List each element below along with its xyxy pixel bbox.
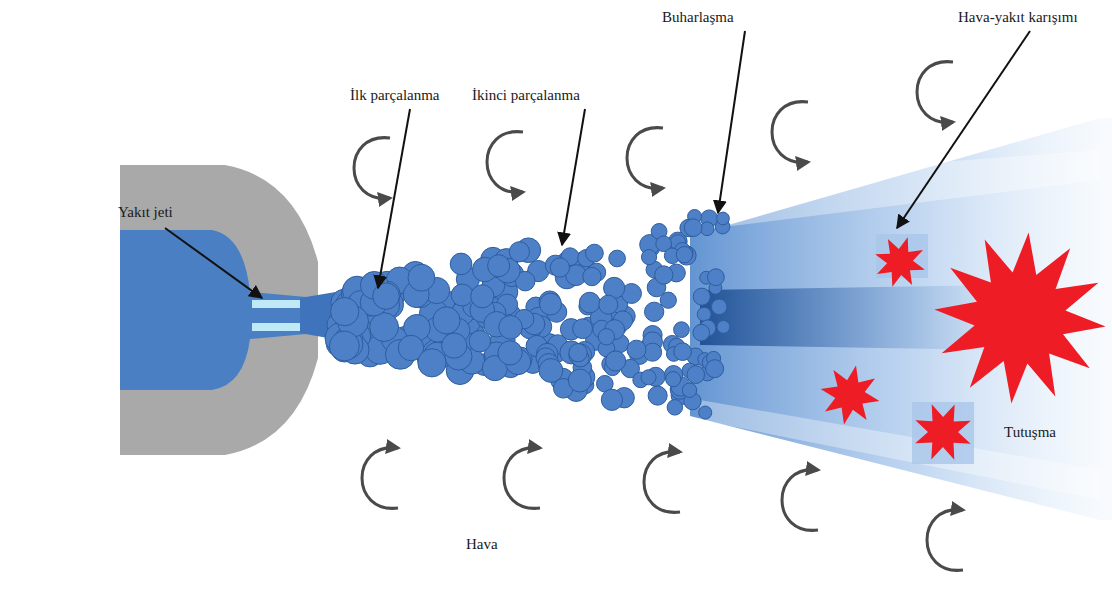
droplet bbox=[573, 319, 593, 339]
droplet bbox=[697, 307, 711, 321]
droplet bbox=[471, 285, 494, 308]
ignition-star bbox=[821, 366, 880, 425]
droplet bbox=[643, 343, 661, 361]
droplet bbox=[693, 324, 710, 341]
droplet bbox=[539, 359, 563, 383]
droplet bbox=[699, 406, 712, 419]
droplet bbox=[598, 329, 614, 345]
droplet bbox=[627, 340, 646, 359]
vapour-cone bbox=[690, 118, 1112, 520]
droplet bbox=[499, 315, 523, 339]
air-flow-arrow bbox=[917, 62, 953, 123]
air-flow-arrow bbox=[644, 452, 680, 513]
droplet bbox=[674, 343, 692, 361]
air-flow-arrow bbox=[772, 102, 808, 163]
droplet bbox=[606, 351, 626, 371]
leader-line bbox=[897, 31, 1030, 228]
air-flow-arrow bbox=[362, 448, 398, 509]
part-label: İkinci parçalanma bbox=[472, 86, 580, 104]
leader-line bbox=[378, 109, 410, 288]
droplet bbox=[677, 246, 696, 265]
droplet bbox=[609, 250, 626, 267]
leader-line bbox=[165, 228, 262, 298]
ignition-stars bbox=[821, 232, 1106, 459]
part-label: Tutuşma bbox=[1004, 423, 1056, 441]
ignition-star bbox=[875, 237, 925, 287]
part-label: Buharlaşma bbox=[662, 8, 734, 26]
orifice-wall bbox=[252, 323, 306, 331]
leader-line bbox=[562, 109, 585, 245]
droplet bbox=[648, 386, 667, 405]
droplet bbox=[687, 366, 705, 384]
droplet bbox=[540, 293, 562, 315]
orifice-wall bbox=[252, 300, 306, 308]
droplet bbox=[488, 255, 510, 277]
nozzle-body bbox=[120, 230, 306, 390]
droplet bbox=[370, 313, 399, 342]
droplet bbox=[418, 349, 446, 377]
air-flow-arrow bbox=[782, 470, 818, 531]
droplet bbox=[451, 284, 473, 306]
vapour-streak bbox=[700, 150, 1100, 230]
air-flow-arrow bbox=[927, 510, 963, 571]
air-flow-arrows bbox=[354, 62, 963, 571]
air-flow-arrow bbox=[354, 138, 390, 199]
droplet bbox=[644, 302, 663, 321]
droplet bbox=[408, 264, 435, 291]
droplet bbox=[674, 322, 690, 338]
droplet bbox=[684, 219, 702, 237]
droplet bbox=[717, 320, 730, 333]
droplet bbox=[707, 269, 724, 286]
air-flow-arrow bbox=[627, 128, 663, 189]
droplet bbox=[599, 295, 618, 314]
droplet bbox=[676, 246, 692, 262]
air-flow-arrow bbox=[504, 448, 540, 509]
droplet bbox=[641, 250, 656, 265]
part-label: Yakıt jeti bbox=[118, 203, 173, 221]
droplet bbox=[660, 292, 676, 308]
droplet bbox=[717, 212, 730, 225]
ignition-star bbox=[915, 404, 971, 460]
droplet bbox=[568, 369, 591, 392]
droplet bbox=[569, 344, 587, 362]
droplet bbox=[433, 307, 460, 334]
air-flow-arrow bbox=[487, 132, 523, 193]
droplet bbox=[373, 283, 399, 309]
droplet bbox=[667, 400, 682, 415]
droplet bbox=[329, 331, 359, 361]
droplet bbox=[498, 341, 522, 365]
vapour-streak bbox=[700, 400, 1100, 500]
droplet bbox=[569, 344, 592, 367]
droplet bbox=[550, 258, 569, 277]
droplet bbox=[331, 297, 359, 325]
droplet bbox=[469, 330, 490, 351]
droplet bbox=[509, 242, 529, 262]
part-label: Hava bbox=[466, 535, 498, 553]
droplet bbox=[711, 299, 727, 315]
ignition-star bbox=[934, 232, 1105, 403]
droplet bbox=[601, 389, 622, 410]
droplet bbox=[666, 372, 681, 387]
leader-lines bbox=[165, 31, 1030, 298]
part-label: Hava-yakıt karışımı bbox=[958, 8, 1078, 26]
droplet bbox=[641, 370, 656, 385]
droplet bbox=[579, 292, 600, 313]
droplet bbox=[586, 244, 604, 262]
mixture-patch bbox=[912, 402, 974, 464]
droplet bbox=[706, 360, 724, 378]
droplet bbox=[682, 383, 696, 397]
droplet bbox=[655, 266, 673, 284]
droplet bbox=[450, 253, 472, 275]
part-label: İlk parçalanma bbox=[350, 86, 440, 104]
droplet bbox=[583, 267, 601, 285]
leader-line bbox=[718, 31, 745, 213]
droplet bbox=[442, 333, 467, 358]
droplet bbox=[693, 288, 710, 305]
